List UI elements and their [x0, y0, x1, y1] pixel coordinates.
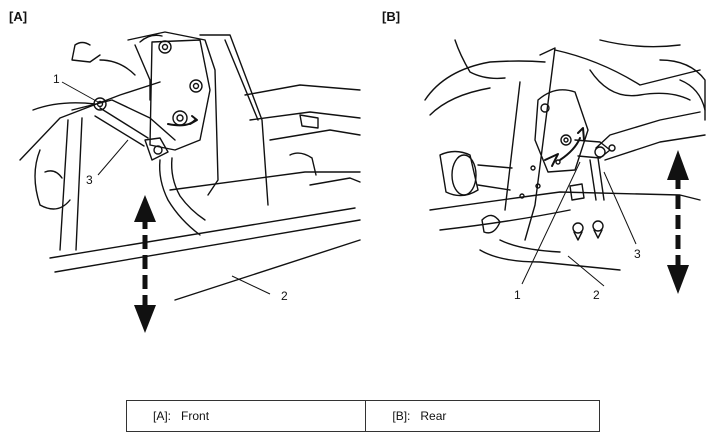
legend-key-a: [A]:: [153, 409, 172, 423]
panel-b-callout-2: 2: [593, 288, 600, 302]
legend-cell-front: [A]: Front: [125, 400, 367, 432]
panel-b-callout-1: 1: [514, 288, 521, 302]
illustration: 1 3 2: [19, 31, 706, 333]
legend-key-b: [B]:: [392, 409, 411, 423]
panel-b-drawing: [424, 39, 706, 271]
legend-value-rear: Rear: [420, 409, 447, 423]
panel-a-leaders: [61, 81, 271, 295]
legend-row: [A]: Front [B]: Rear: [125, 400, 600, 432]
panel-a-drawing: [19, 31, 361, 301]
panel-a-label: [A]: [9, 9, 28, 24]
panel-b-label: [B]: [382, 9, 401, 24]
panel-a-movement-arrow: [134, 195, 156, 333]
panel-b-movement-arrow: [667, 150, 689, 294]
legend-cell-rear: [B]: Rear: [365, 400, 600, 432]
panel-a-callout-2: 2: [281, 289, 288, 303]
panel-b-callout-3: 3: [634, 247, 641, 261]
panel-a-callout-3: 3: [86, 173, 93, 187]
panel-b-leaders: [521, 161, 637, 287]
panel-a-callout-1: 1: [53, 72, 60, 86]
legend-table: [A]: Front [B]: Rear: [125, 400, 600, 432]
legend-value-front: Front: [181, 409, 210, 423]
